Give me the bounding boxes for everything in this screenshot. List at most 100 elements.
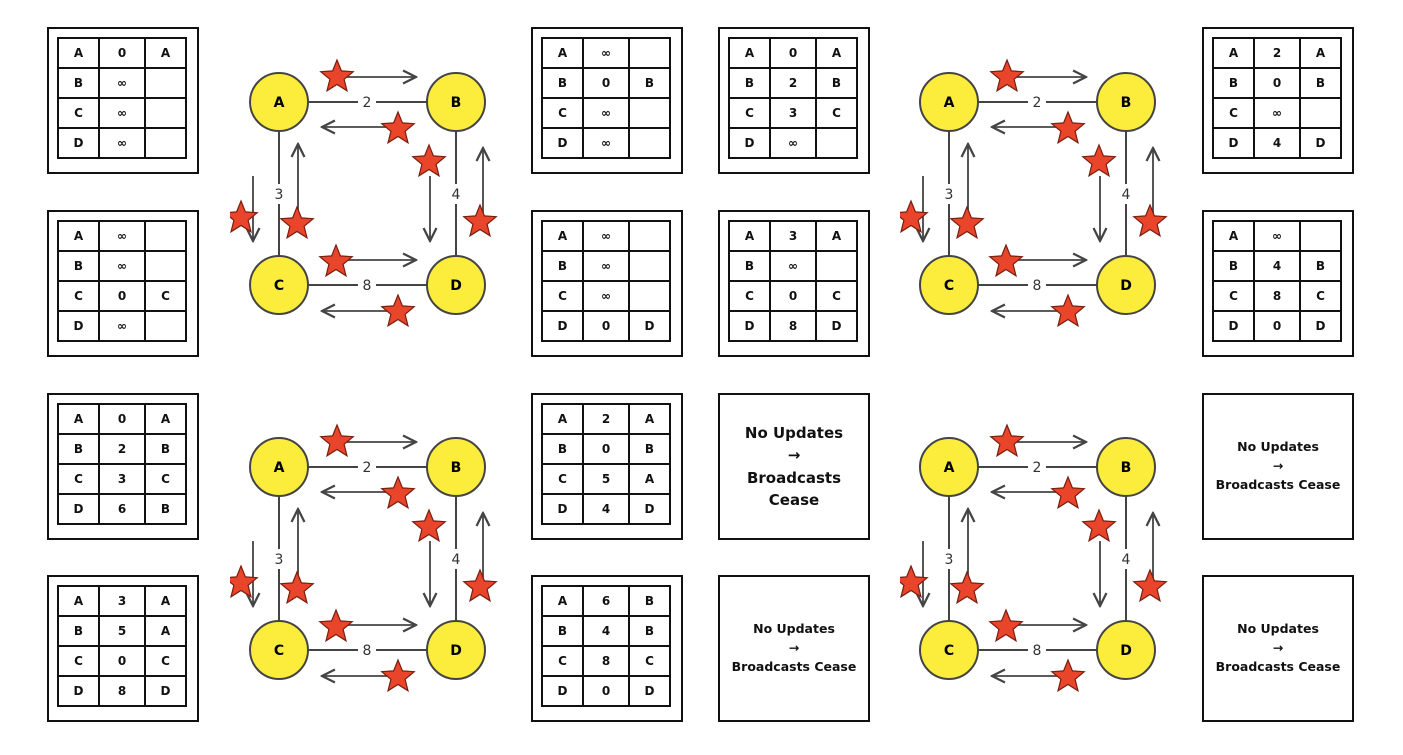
node-B-label: B [451, 95, 462, 111]
star-icon [411, 143, 447, 178]
next-hop-cell: A [815, 220, 858, 252]
cost-cell: ∞ [582, 220, 630, 252]
table-row: A∞ [541, 220, 671, 252]
star-icon [462, 203, 498, 238]
cost-cell: ∞ [582, 127, 630, 159]
destination-cell: C [728, 97, 771, 129]
cost-cell: ∞ [769, 250, 817, 282]
node-C: C [919, 255, 979, 315]
broadcasts-cease-text: Broadcasts Cease [1215, 658, 1341, 674]
next-hop-cell [144, 97, 187, 129]
destination-cell: A [57, 37, 100, 69]
destination-cell: A [541, 37, 584, 69]
weight-ab-label: 2 [1033, 460, 1042, 476]
star-icon [230, 564, 259, 599]
node-D-label: D [1120, 643, 1132, 659]
no-updates-box: No Updates → Broadcasts Cease [1202, 575, 1354, 722]
destination-cell: C [728, 280, 771, 312]
next-hop-cell: C [144, 645, 187, 677]
star-icon [1081, 143, 1117, 178]
star-icon [319, 58, 355, 93]
node-B-label: B [451, 460, 462, 476]
table-row: A∞ [57, 220, 187, 252]
broadcasts-cease-text: Broadcasts Cease [746, 468, 842, 510]
cost-cell: ∞ [582, 37, 630, 69]
next-hop-cell: B [628, 585, 671, 617]
star-icon [380, 658, 416, 693]
weight-cd-label: 8 [363, 643, 372, 659]
no-updates-text: No Updates [1237, 439, 1319, 455]
star-icon [1132, 203, 1168, 238]
next-hop-cell: B [628, 615, 671, 647]
node-C: C [249, 620, 309, 680]
destination-cell: B [1212, 250, 1255, 282]
next-hop-cell: C [1299, 280, 1342, 312]
cost-cell: ∞ [98, 310, 146, 342]
cost-cell: 2 [1253, 37, 1301, 69]
destination-cell: A [541, 585, 584, 617]
star-icon [1081, 508, 1117, 543]
node-D: D [1096, 620, 1156, 680]
destination-cell: B [541, 250, 584, 282]
next-hop-cell: D [144, 675, 187, 707]
next-hop-cell: D [1299, 127, 1342, 159]
next-hop-cell [815, 127, 858, 159]
destination-cell: D [541, 675, 584, 707]
next-hop-cell: D [628, 675, 671, 707]
next-hop-cell [628, 220, 671, 252]
next-hop-cell: D [628, 310, 671, 342]
cost-cell: 0 [769, 37, 817, 69]
weight-cd-label: 8 [1033, 643, 1042, 659]
destination-cell: C [1212, 97, 1255, 129]
destination-cell: D [57, 493, 100, 525]
star-icon [1050, 110, 1086, 145]
destination-cell: A [728, 220, 771, 252]
next-hop-cell [815, 250, 858, 282]
cost-cell: 3 [98, 585, 146, 617]
no-updates-box: No Updates → Broadcasts Cease [718, 393, 870, 540]
arrow-glyph: → [788, 640, 800, 656]
node-B: B [1096, 72, 1156, 132]
table-row: D∞ [57, 127, 187, 159]
destination-cell: D [541, 127, 584, 159]
arrow-glyph: → [1272, 458, 1284, 474]
destination-cell: B [541, 433, 584, 465]
no-updates-text: No Updates [753, 621, 835, 637]
next-hop-cell: A [815, 37, 858, 69]
star-icon [318, 608, 354, 643]
cost-cell: 5 [582, 463, 630, 495]
cost-cell: 0 [582, 67, 630, 99]
node-C-label: C [274, 278, 284, 294]
destination-cell: A [57, 403, 100, 435]
node-C: C [249, 255, 309, 315]
next-hop-cell [1299, 97, 1342, 129]
star-icon [318, 243, 354, 278]
node-D: D [1096, 255, 1156, 315]
destination-cell: B [57, 433, 100, 465]
next-hop-cell: A [144, 585, 187, 617]
next-hop-cell: A [1299, 37, 1342, 69]
table-row: C∞ [57, 97, 187, 129]
table-row: C∞ [541, 97, 671, 129]
table-row: B∞ [728, 250, 858, 282]
table-row: D∞ [728, 127, 858, 159]
next-hop-cell [1299, 220, 1342, 252]
node-B: B [426, 72, 486, 132]
destination-cell: D [1212, 310, 1255, 342]
next-hop-cell: A [144, 403, 187, 435]
cost-cell: 8 [1253, 280, 1301, 312]
cost-cell: 0 [98, 37, 146, 69]
no-updates-text: No Updates [744, 423, 844, 442]
destination-cell: C [57, 97, 100, 129]
destination-cell: B [728, 67, 771, 99]
